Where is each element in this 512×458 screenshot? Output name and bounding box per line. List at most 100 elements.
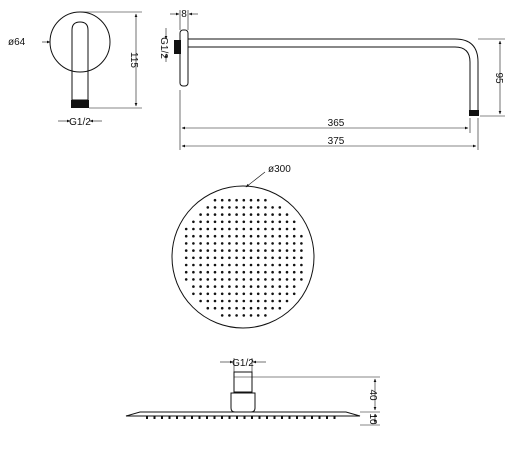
nozzle-dot xyxy=(300,256,303,260)
label-d300: ø300 xyxy=(268,164,291,175)
connector-body xyxy=(230,392,256,413)
nozzle-dot xyxy=(199,285,202,288)
side-nozzle xyxy=(296,416,298,419)
nozzle-dot xyxy=(228,278,231,281)
nozzle-dot xyxy=(242,220,246,224)
nozzle-dot xyxy=(256,314,260,317)
nozzle-dot xyxy=(285,220,289,224)
nozzle-dot xyxy=(249,256,253,260)
nozzle-dot xyxy=(220,270,224,274)
side-nozzle xyxy=(281,416,283,419)
nozzle-dot xyxy=(292,256,296,260)
nozzle-dot xyxy=(271,227,274,231)
nozzle-dot xyxy=(300,278,303,281)
nozzle-dot xyxy=(249,285,253,288)
nozzle-dot xyxy=(249,314,253,317)
nozzle-dot xyxy=(184,227,188,231)
nozzle-dot xyxy=(199,242,202,245)
nozzle-dot xyxy=(278,256,282,260)
nozzle-dot xyxy=(192,270,195,274)
nozzle-dot xyxy=(256,263,260,267)
nozzle-dot xyxy=(242,206,246,209)
side-nozzle xyxy=(266,416,268,419)
nozzle-dot xyxy=(292,234,296,238)
nozzle-dot xyxy=(206,213,210,216)
nozzle-dot xyxy=(271,299,274,303)
nozzle-dot xyxy=(192,242,195,245)
side-nozzle xyxy=(273,416,276,419)
side-nozzle xyxy=(243,416,246,419)
head-outline xyxy=(171,185,315,329)
nozzle-dot xyxy=(271,206,274,209)
nozzle-dot xyxy=(192,234,195,238)
side-nozzle xyxy=(221,416,223,419)
nozzle-dot xyxy=(285,213,289,216)
nozzle-dot xyxy=(264,270,267,274)
side-nozzle xyxy=(206,416,208,419)
nozzle-dot xyxy=(192,220,195,224)
nozzle-dot xyxy=(256,227,260,231)
nozzle-dot xyxy=(292,227,296,231)
nozzle-dot xyxy=(242,249,246,252)
nozzle-dot xyxy=(300,234,303,238)
nozzle-dot xyxy=(235,213,238,216)
nozzle-dot xyxy=(213,278,217,281)
nozzle-dot xyxy=(220,278,224,281)
head-side-view: G1/2 40 10 xyxy=(125,358,380,426)
nozzle-dot xyxy=(213,220,217,224)
nozzle-dot xyxy=(228,270,231,274)
nozzle-dot xyxy=(271,292,274,296)
nozzle-dot xyxy=(249,278,253,281)
nozzle-dot xyxy=(271,285,274,288)
nozzle-dot xyxy=(184,263,188,267)
nozzle-dot xyxy=(184,256,188,260)
nozzle-dot xyxy=(242,256,246,260)
nozzle-dot xyxy=(249,213,253,216)
nozzle-dot xyxy=(220,292,224,296)
nozzle-dot xyxy=(220,220,224,224)
nozzle-dot xyxy=(220,256,224,260)
nozzle-dot xyxy=(256,198,260,202)
arm-pipe-bottom xyxy=(188,46,471,112)
nozzle-dot xyxy=(228,249,231,252)
nozzle-dot xyxy=(220,242,224,245)
nozzle-dot xyxy=(213,242,217,245)
nozzle-dot xyxy=(264,278,267,281)
nozzle-dot xyxy=(300,263,303,267)
nozzle-dot xyxy=(206,263,210,267)
nozzle-dot xyxy=(235,306,238,310)
nozzle-dot xyxy=(292,278,296,281)
nozzle-dot xyxy=(235,242,238,245)
nozzle-dot xyxy=(249,198,253,202)
nozzle-dot xyxy=(264,263,267,267)
nozzle-dot xyxy=(278,242,282,245)
nozzle-dot xyxy=(220,213,224,216)
nozzle-dot xyxy=(242,292,246,296)
nozzle-dot xyxy=(256,306,260,310)
nozzle-dot xyxy=(249,234,253,238)
nozzle-dot xyxy=(220,306,224,310)
nozzle-dot xyxy=(206,292,210,296)
arm-pipe-top xyxy=(188,38,479,112)
nozzle-dot xyxy=(271,263,274,267)
dim-d300-leader xyxy=(245,171,266,188)
nozzle-dot xyxy=(235,249,238,252)
label-115: 115 xyxy=(128,52,139,68)
nozzle-dot xyxy=(300,270,303,274)
nozzle-dot xyxy=(235,314,238,317)
nozzle-dot xyxy=(213,213,217,216)
nozzle-dot xyxy=(264,299,267,303)
nozzle-dot xyxy=(213,249,217,252)
nozzle-dot xyxy=(264,242,267,245)
nozzle-dot xyxy=(199,213,202,216)
side-nozzle xyxy=(326,416,328,419)
nozzle-dot xyxy=(242,285,246,288)
nozzle-dot xyxy=(228,242,231,245)
nozzle-dot xyxy=(264,285,267,288)
side-nozzle xyxy=(146,416,148,419)
nozzle-dot xyxy=(249,220,253,224)
side-nozzle xyxy=(251,416,253,419)
arm-end-thread xyxy=(469,110,479,116)
nozzle-dot xyxy=(199,292,202,296)
nozzle-dot xyxy=(292,220,296,224)
